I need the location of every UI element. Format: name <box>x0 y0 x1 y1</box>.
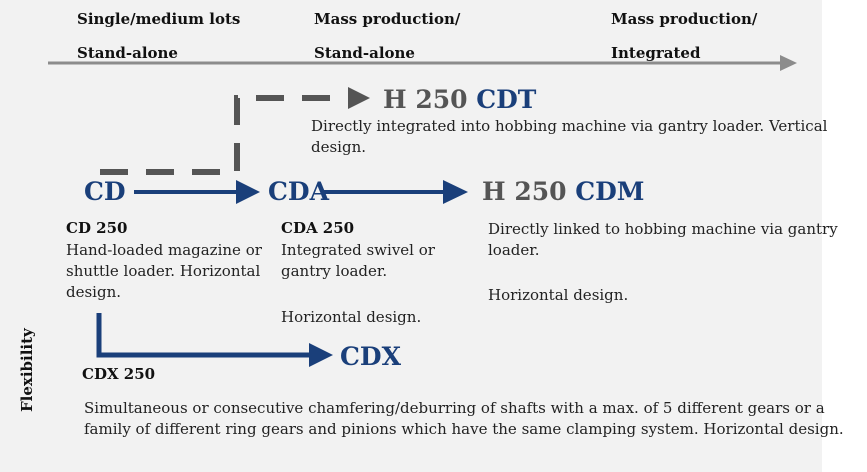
phase-1-line2: Stand-alone <box>77 44 178 62</box>
dashed-arrowhead-cdt <box>348 87 370 109</box>
y-axis-label: Flexibility <box>18 328 36 412</box>
node-cd-label: CD <box>84 177 126 206</box>
background-panel <box>0 0 822 472</box>
node-cdt-prefix: H 250 <box>383 85 468 114</box>
node-cd: CD <box>84 177 126 207</box>
phase-label-3: Mass production/ Integrated <box>611 9 757 64</box>
cd-model-label: CD 250 <box>66 219 128 237</box>
timeline-arrowhead <box>780 55 797 71</box>
phase-label-1: Single/medium lots Stand-alone <box>77 9 240 64</box>
cdm-description-1: Directly linked to hobbing machine via g… <box>488 220 838 259</box>
node-cda: CDA <box>268 177 329 207</box>
arrowhead-cdm <box>443 180 468 204</box>
arrow-cd-to-cdx <box>96 313 310 358</box>
cda-description-1: Integrated swivel or gantry loader. <box>281 241 435 280</box>
cd-description: Hand-loaded magazine or shuttle loader. … <box>66 241 262 301</box>
cdx-model-label: CDX 250 <box>82 365 156 383</box>
phase-3-line2: Integrated <box>611 44 701 62</box>
cdt-description: Directly integrated into hobbing machine… <box>311 117 828 156</box>
cda-description-2: Horizontal design. <box>281 308 422 326</box>
phase-1-line1: Single/medium lots <box>77 10 241 28</box>
node-h250-cdt: H 250 CDT <box>383 85 536 115</box>
node-cdm-label: CDM <box>575 177 645 206</box>
node-cda-label: CDA <box>268 177 329 206</box>
node-cdm-prefix: H 250 <box>482 177 567 206</box>
node-cdx: CDX <box>340 342 401 372</box>
node-cdt-label: CDT <box>476 85 537 114</box>
phase-2-line2: Stand-alone <box>314 44 415 62</box>
phase-label-2: Mass production/ Stand-alone <box>314 9 460 64</box>
phase-2-line1: Mass production/ <box>314 10 461 28</box>
node-h250-cdm: H 250 CDM <box>482 177 645 207</box>
dashed-arrow-cd-to-cdt <box>100 95 342 175</box>
node-cdx-label: CDX <box>340 342 401 371</box>
arrowhead-cdx <box>309 343 333 367</box>
cdm-description-2: Horizontal design. <box>488 286 629 304</box>
cdx-description: Simultaneous or consecutive chamfering/d… <box>84 399 844 438</box>
arrowhead-cda <box>236 180 260 204</box>
cda-model-label: CDA 250 <box>281 219 355 237</box>
phase-3-line1: Mass production/ <box>611 10 758 28</box>
